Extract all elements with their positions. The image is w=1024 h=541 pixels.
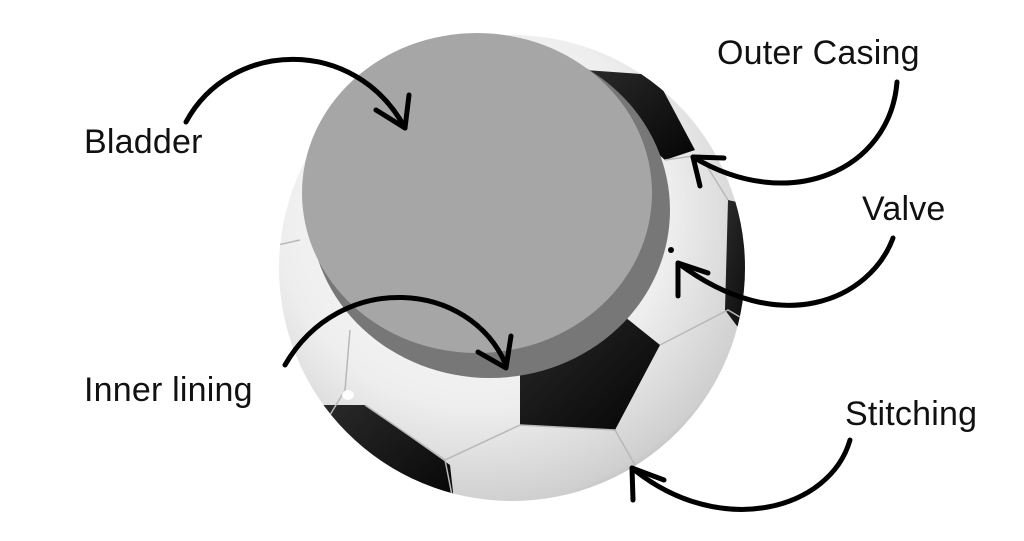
ball-seams bbox=[279, 154, 745, 501]
valve-arrow bbox=[675, 235, 896, 308]
callout-arrows bbox=[183, 56, 900, 512]
label-bladder: Bladder bbox=[84, 123, 203, 161]
bladder-arrow bbox=[183, 56, 412, 131]
bladder-face bbox=[302, 33, 652, 353]
valve-dot bbox=[668, 247, 674, 253]
label-stitching: Stitching bbox=[845, 395, 978, 433]
ball-highlight bbox=[342, 390, 354, 400]
label-inner-lining: Inner lining bbox=[84, 371, 253, 409]
label-outer-casing: Outer Casing bbox=[717, 34, 920, 72]
outer-casing-arrow bbox=[690, 79, 900, 189]
inner-lining-arrow bbox=[282, 294, 514, 371]
black-panel-right bbox=[725, 200, 745, 330]
label-valve: Valve bbox=[862, 190, 946, 228]
stitching-arrow bbox=[629, 437, 853, 512]
